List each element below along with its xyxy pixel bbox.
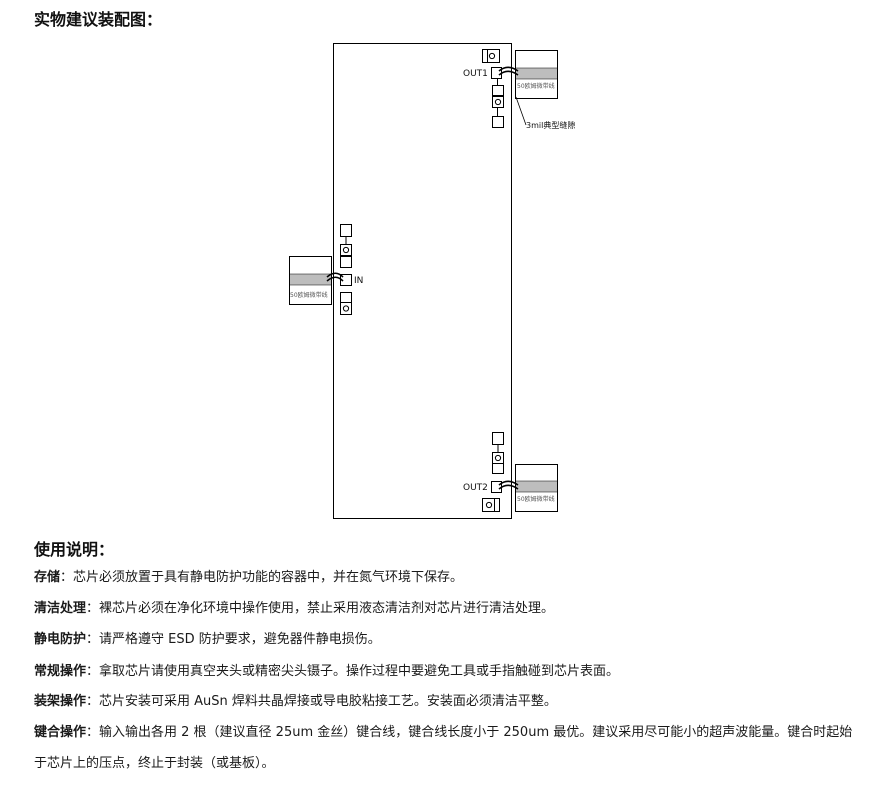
line-label-out1: 50欧姆微带线: [517, 82, 555, 90]
line-label-out2: 50欧姆微带线: [517, 495, 555, 503]
gap-label: 3mil典型缝隙: [526, 120, 575, 130]
usage-item-mounting: 装架操作：芯片安装可采用 AuSn 焊料共晶焊接或导电胶粘接工艺。安装面必须清洁…: [34, 694, 557, 709]
in-port: IN 50欧姆微带线: [289, 224, 363, 315]
usage-item-handling: 常规操作：拿取芯片请使用真空夹头或精密尖头镊子。操作过程中要避免工具或手指触碰到…: [34, 664, 620, 679]
assembly-diagram: 50欧姆微带线 3mil典型缝隙 OUT1 IN 50欧姆微带线: [289, 43, 575, 519]
usage-item-cleaning: 清洁处理：裸芯片必须在净化环境中操作使用，禁止采用液态清洁剂对芯片进行清洁处理。: [34, 601, 555, 616]
chip-body: [333, 43, 512, 519]
usage-item-storage: 存储：芯片必须放置于具有静电防护功能的容器中，并在氮气环境下保存。: [34, 570, 464, 585]
out1-port: 50欧姆微带线 3mil典型缝隙 OUT1: [463, 49, 575, 130]
usage-item-bonding: 键合操作：输入输出各用 2 根（建议直径 25um 金丝）键合线，键合线长度小于…: [34, 725, 853, 771]
in-label: IN: [354, 276, 363, 286]
out1-label: OUT1: [463, 69, 488, 79]
out2-port: OUT2 50欧姆微带线: [463, 432, 558, 512]
out2-label: OUT2: [463, 483, 488, 493]
usage-title: 使用说明：: [34, 540, 115, 559]
line-label-in: 50欧姆微带线: [290, 291, 328, 299]
usage-item-esd: 静电防护：请严格遵守 ESD 防护要求，避免器件静电损伤。: [34, 632, 381, 647]
assembly-title: 实物建议装配图：: [34, 10, 163, 29]
